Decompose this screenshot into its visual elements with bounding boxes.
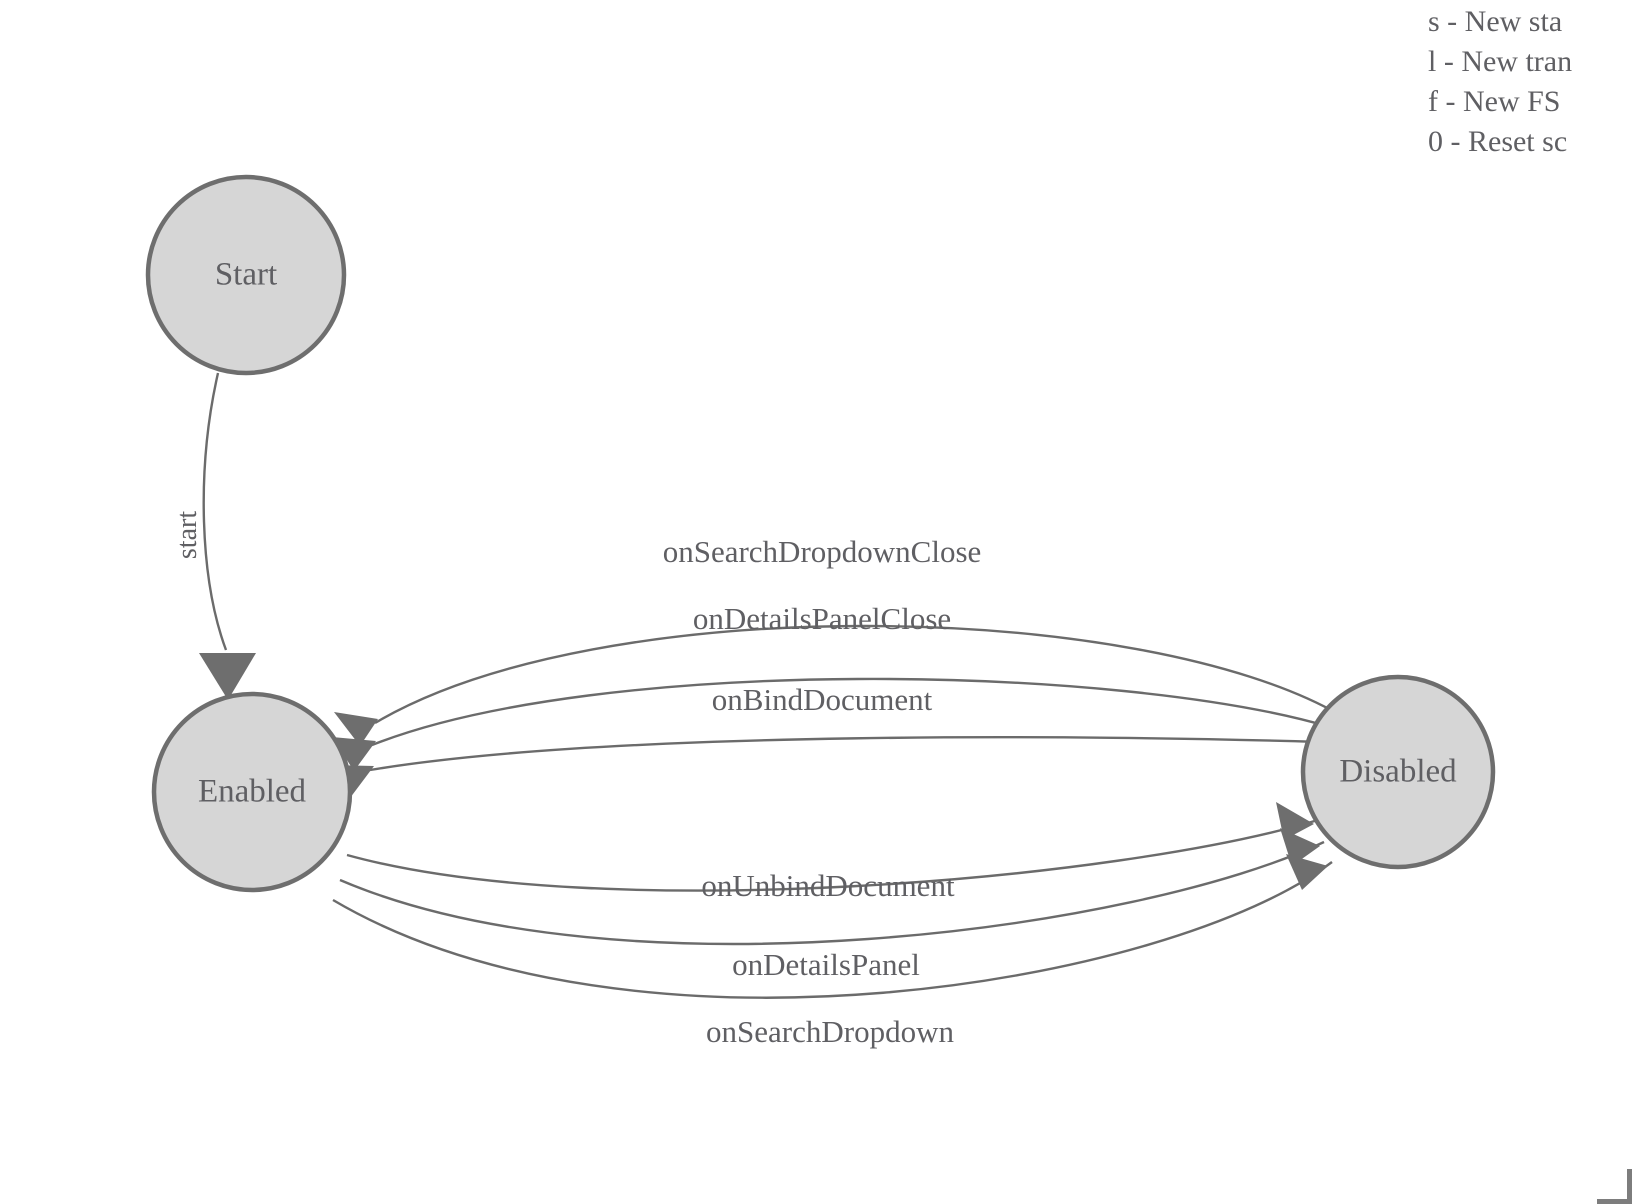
edge-path bbox=[339, 840, 1325, 946]
edge-path bbox=[369, 736, 1321, 772]
node-disabled-circle[interactable] bbox=[1300, 674, 1496, 870]
edge-label-start: start bbox=[172, 511, 203, 559]
shortcut-help-line: f - New FS bbox=[1428, 85, 1561, 118]
node-enabled-circle[interactable] bbox=[151, 691, 353, 893]
edge-label-on-details-panel-close: onDetailsPanelClose bbox=[693, 601, 951, 636]
node-start-label: Start bbox=[215, 257, 277, 293]
edge-on-search-dropdown-close[interactable] bbox=[334, 624, 1341, 746]
edge-label-on-details-panel: onDetailsPanel bbox=[732, 947, 920, 982]
node-start[interactable]: Start bbox=[145, 174, 347, 376]
edge-path bbox=[374, 624, 1341, 725]
edge-label-on-unbind-document: onUnbindDocument bbox=[701, 868, 955, 903]
edge-path bbox=[371, 677, 1331, 747]
edge-start[interactable] bbox=[199, 372, 256, 700]
shortcut-help-line: s - New sta bbox=[1428, 5, 1563, 38]
shortcut-help-line: 0 - Reset sc bbox=[1428, 125, 1568, 158]
resize-corner-handle[interactable] bbox=[1597, 1169, 1632, 1204]
shortcut-help-overlay: s - New sta l - New tran f - New FS 0 - … bbox=[1428, 0, 1632, 162]
edge-label-on-search-dropdown-close: onSearchDropdownClose bbox=[663, 534, 982, 569]
edge-path bbox=[346, 818, 1319, 892]
edge-arrowhead bbox=[199, 653, 256, 700]
node-start-circle[interactable] bbox=[145, 174, 347, 376]
node-disabled[interactable]: Disabled bbox=[1300, 674, 1496, 870]
edge-arrowhead bbox=[1286, 854, 1328, 890]
edge-arrowhead bbox=[332, 737, 376, 771]
node-enabled-label: Enabled bbox=[198, 774, 307, 810]
edge-label-on-bind-document: onBindDocument bbox=[712, 682, 933, 717]
edge-path bbox=[332, 861, 1333, 999]
node-disabled-label: Disabled bbox=[1339, 754, 1457, 790]
edge-path bbox=[202, 372, 228, 651]
edge-on-details-panel-close[interactable] bbox=[332, 677, 1331, 771]
edge-on-search-dropdown[interactable] bbox=[332, 854, 1333, 999]
edge-on-bind-document[interactable] bbox=[330, 736, 1321, 798]
edge-label-on-search-dropdown: onSearchDropdown bbox=[706, 1014, 954, 1049]
shortcut-help-line: l - New tran bbox=[1428, 45, 1573, 78]
node-enabled[interactable]: Enabled bbox=[151, 691, 353, 893]
edge-arrowhead bbox=[334, 712, 378, 746]
